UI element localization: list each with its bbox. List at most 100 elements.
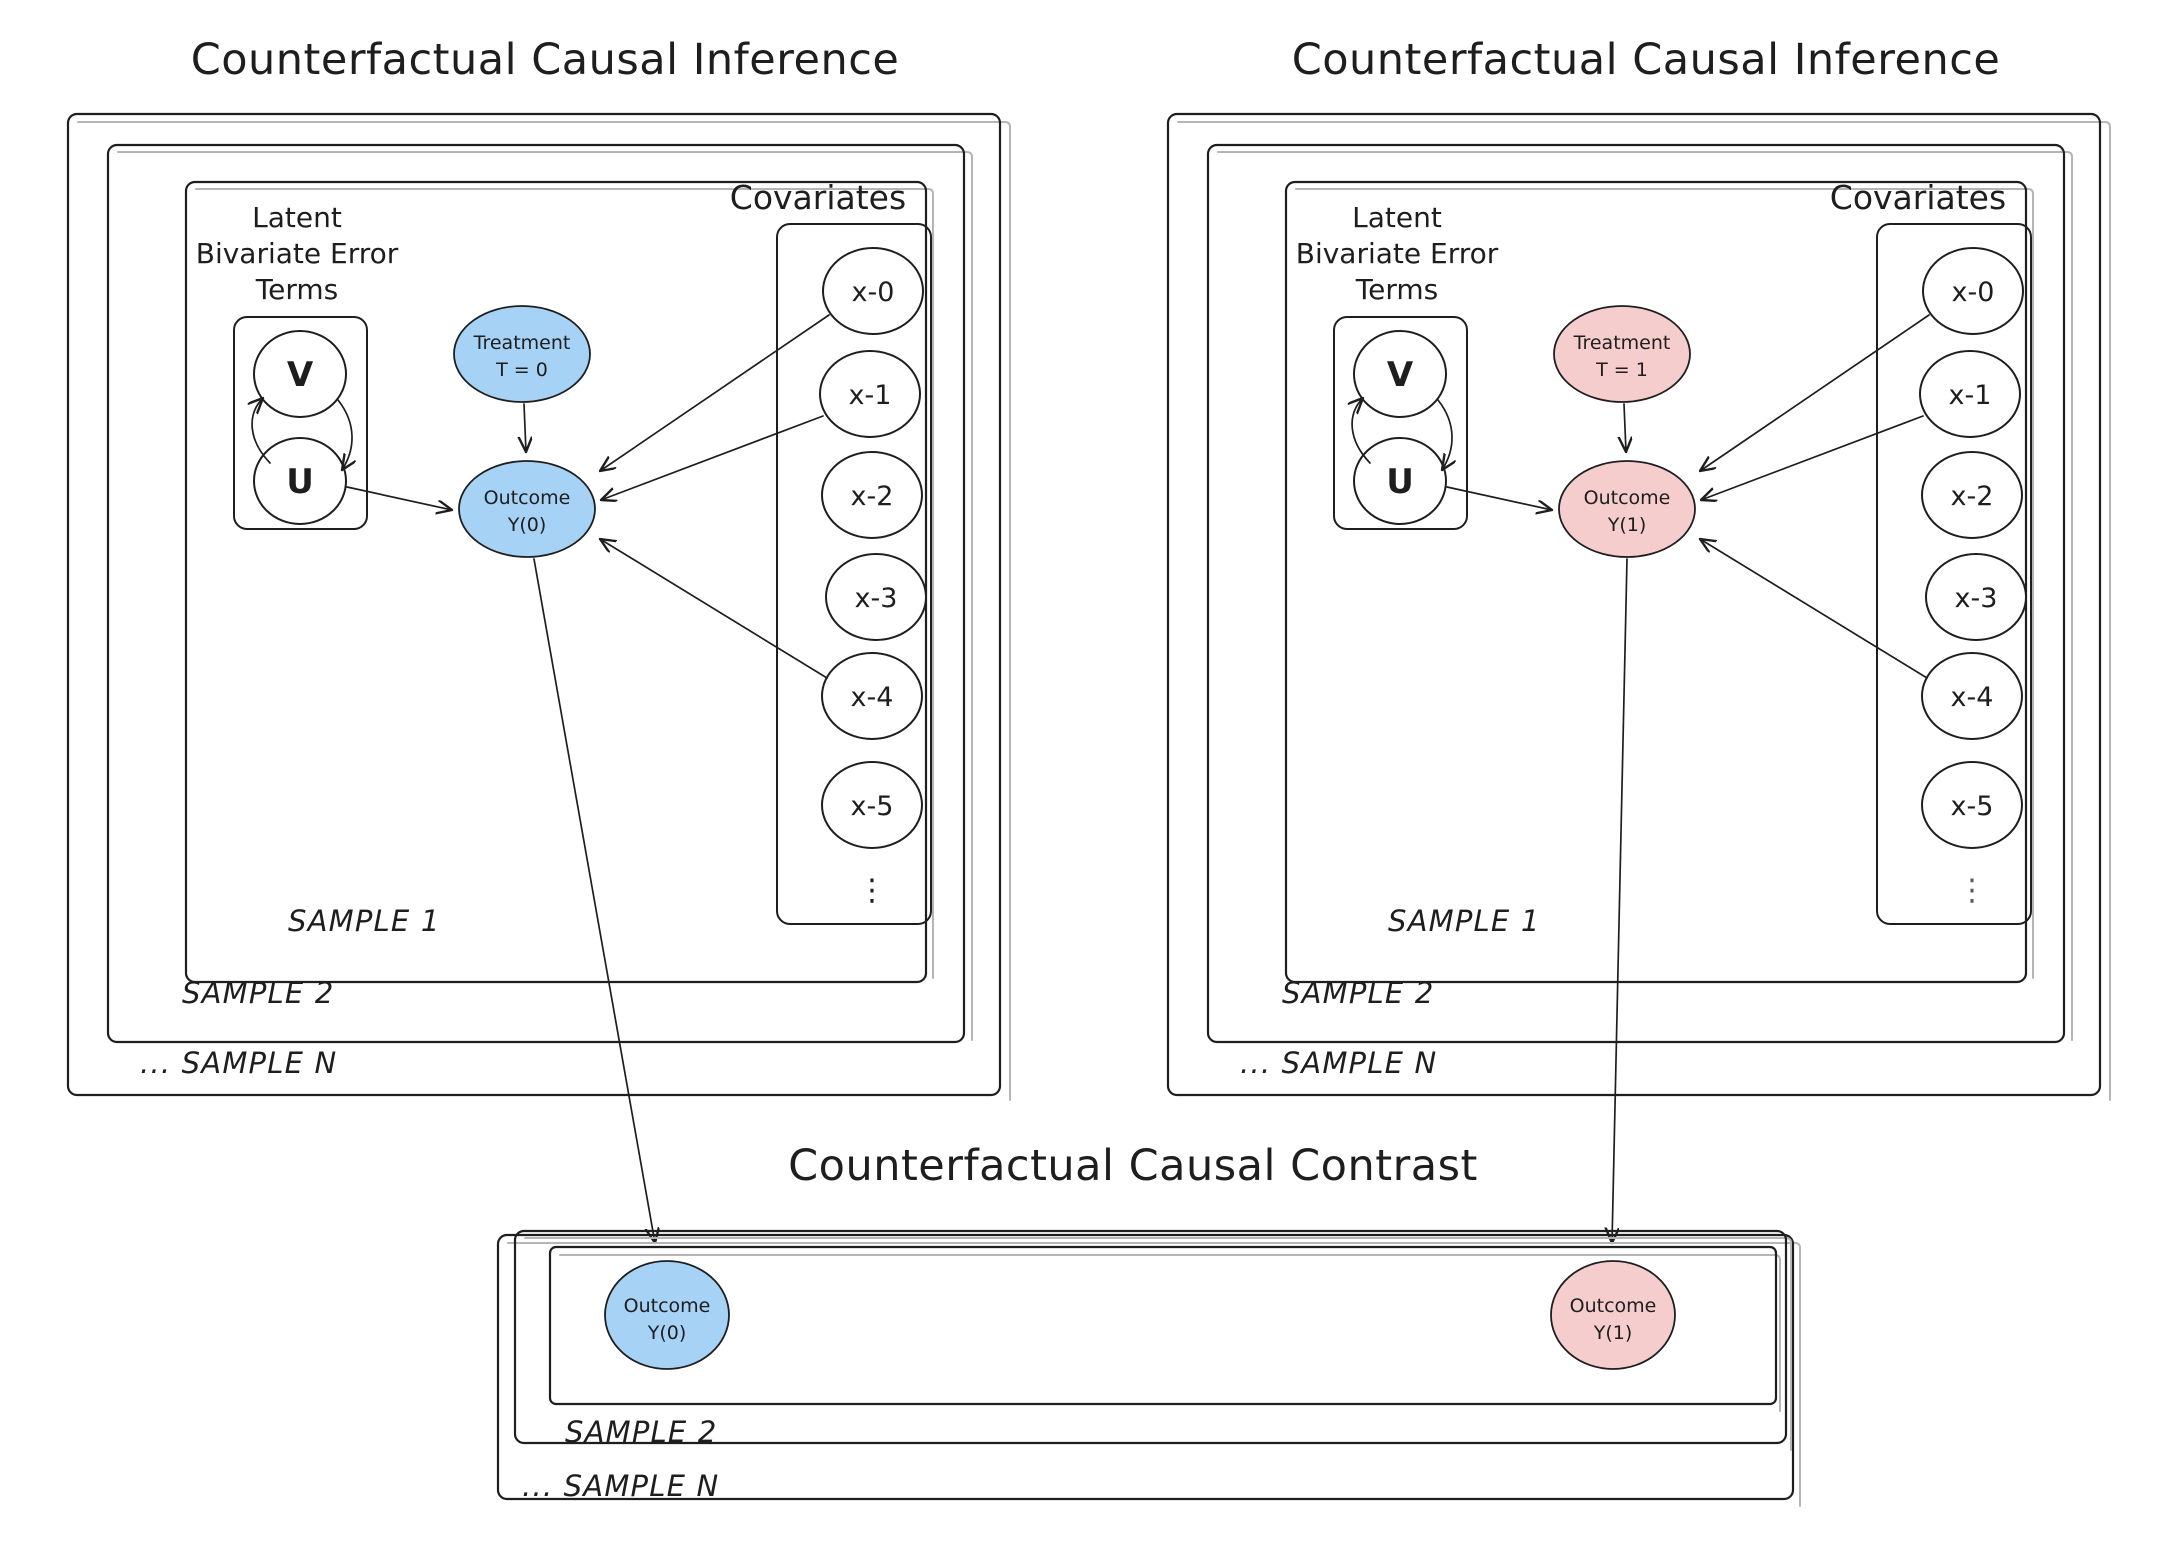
latent-node-v-right[interactable] (1353, 330, 1447, 418)
latent-label-line1-right: Latent (1352, 201, 1442, 234)
treatment-label-line1-left: Treatment (473, 332, 571, 354)
covariate-node-x-1-right[interactable] (1919, 350, 2021, 438)
latent-node-v-left[interactable] (253, 330, 347, 418)
edge-v-to-u-left (337, 399, 352, 470)
treatment-label-line2-right: T = 1 (1595, 359, 1648, 381)
latent-label-line2-left: Bivariate Error (196, 237, 399, 270)
covariates-ellipsis-left: ⋮ (857, 873, 887, 908)
covariate-node-x-3-right[interactable] (1925, 553, 2027, 641)
latent-node-u-label-right: U (1386, 462, 1414, 502)
edge-outcome-right-to-contrast (1612, 558, 1628, 1243)
frame-shadow-outer-right (1177, 121, 2111, 1101)
treatment-label-line1-right: Treatment (1573, 332, 1671, 354)
latent-label-line1-left: Latent (252, 201, 342, 234)
sample-label-1-right: SAMPLE 1 (1388, 904, 1541, 938)
edge-x1-outcome-left (601, 415, 824, 500)
frame-shadow-outer-left (77, 121, 1011, 1101)
sample-label-n-left: ... SAMPLE N (140, 1046, 337, 1080)
covariate-node-x-4-left[interactable] (821, 652, 923, 740)
covariate-label-x-3-right: x-3 (1955, 583, 1998, 614)
edge-u-outcome-right (1446, 486, 1552, 510)
sample-label-2-left: SAMPLE 2 (182, 976, 335, 1010)
frame-shadow-inner-right (1295, 188, 2034, 979)
covariate-label-x-0-left: x-0 (852, 277, 895, 308)
frame-sample-n-contrast (496, 1233, 1795, 1501)
edge-x0-outcome-left (600, 314, 830, 471)
treatment-node-right[interactable] (1553, 305, 1691, 403)
frame-shadow-mid-left (117, 151, 973, 1041)
latent-label-line3-left: Terms (255, 273, 338, 306)
frame-shadow-mid-right (1217, 151, 2073, 1041)
covariates-label-right: Covariates (1830, 178, 2006, 217)
edge-x4-outcome-right (1700, 539, 1928, 679)
covariate-label-x-2-left: x-2 (851, 481, 894, 512)
outcome-node-right[interactable] (1558, 460, 1696, 558)
panel-left-title: Counterfactual Causal Inference (191, 35, 900, 85)
covariates-box-right (1876, 223, 2032, 925)
latent-label-line2-right: Bivariate Error (1296, 237, 1499, 270)
covariate-node-x-5-left[interactable] (821, 761, 923, 849)
edge-v-to-u-right (1437, 399, 1452, 470)
frame-sample-2-right (1206, 143, 2066, 1044)
outcome-label-line2-left: Y(0) (507, 514, 547, 536)
covariate-label-x-4-right: x-4 (1951, 682, 1994, 713)
edge-u-to-v-right (1352, 398, 1371, 464)
latent-node-v-label-left: V (287, 355, 314, 395)
frame-inner-contrast (548, 1245, 1778, 1406)
frame-sample-2-left (106, 143, 966, 1044)
covariates-ellipsis-right: ⋮ (1957, 873, 1987, 908)
covariate-label-x-0-right: x-0 (1952, 277, 1995, 308)
edge-x4-outcome-left (600, 539, 828, 679)
sample-label-1-left: SAMPLE 1 (288, 904, 441, 938)
covariate-node-x-1-left[interactable] (819, 350, 921, 438)
edge-outcome-left-to-contrast (533, 558, 655, 1243)
covariate-label-x-5-left: x-5 (851, 791, 894, 822)
contrast-sample-label-2: SAMPLE 2 (565, 1415, 718, 1449)
covariate-node-x-0-right[interactable] (1922, 247, 2024, 335)
edge-u-outcome-left (346, 486, 452, 510)
contrast-outcome-control-node[interactable] (604, 1260, 730, 1370)
frame-sample-1-right (1284, 180, 2028, 984)
outcome-label-line1-left: Outcome (484, 487, 571, 509)
contrast-outcome-control-line1: Outcome (624, 1295, 711, 1317)
sample-label-2-right: SAMPLE 2 (1282, 976, 1435, 1010)
covariate-node-x-3-left[interactable] (825, 553, 927, 641)
latent-node-u-right[interactable] (1353, 437, 1447, 525)
latent-error-box-left (233, 316, 368, 530)
edge-u-to-v-left (252, 398, 271, 464)
latent-node-u-left[interactable] (253, 437, 347, 525)
frame-sample-n-left (66, 112, 1002, 1097)
outcome-label-line2-right: Y(1) (1607, 514, 1647, 536)
covariate-label-x-3-left: x-3 (855, 583, 898, 614)
treatment-node-left[interactable] (453, 305, 591, 403)
covariate-node-x-2-left[interactable] (821, 451, 923, 539)
covariates-box-left (776, 223, 932, 925)
frame-sample-2-contrast (513, 1229, 1788, 1445)
panel-contrast: Counterfactual Causal Contrast SAMPLE 2 … (496, 1141, 1801, 1507)
frame-shadow-outer-contrast (507, 1242, 1801, 1507)
contrast-title: Counterfactual Causal Contrast (788, 1141, 1478, 1191)
covariate-node-x-2-right[interactable] (1921, 451, 2023, 539)
contrast-outcome-treated-node[interactable] (1550, 1260, 1676, 1370)
covariate-node-x-0-left[interactable] (822, 247, 924, 335)
edge-treatment-outcome-left (524, 403, 526, 452)
latent-node-u-label-left: U (286, 462, 314, 502)
contrast-sample-label-n: ... SAMPLE N (522, 1469, 719, 1503)
panel-right-title: Counterfactual Causal Inference (1292, 35, 2001, 85)
covariate-label-x-4-left: x-4 (851, 682, 894, 713)
covariate-node-x-5-right[interactable] (1921, 761, 2023, 849)
treatment-label-line2-left: T = 0 (495, 359, 548, 381)
covariate-label-x-5-right: x-5 (1951, 791, 1994, 822)
panel-left: Counterfactual Causal Inference SAMPLE 1… (66, 35, 1011, 1243)
latent-error-box-right (1333, 316, 1468, 530)
covariate-label-x-1-right: x-1 (1949, 380, 1992, 411)
covariate-node-x-4-right[interactable] (1921, 652, 2023, 740)
covariate-label-x-2-right: x-2 (1951, 481, 1994, 512)
outcome-node-left[interactable] (458, 460, 596, 558)
latent-node-v-label-right: V (1387, 355, 1414, 395)
contrast-outcome-treated-line2: Y(1) (1593, 1322, 1633, 1344)
frame-sample-1-left (184, 180, 928, 984)
edge-x1-outcome-right (1701, 415, 1924, 500)
